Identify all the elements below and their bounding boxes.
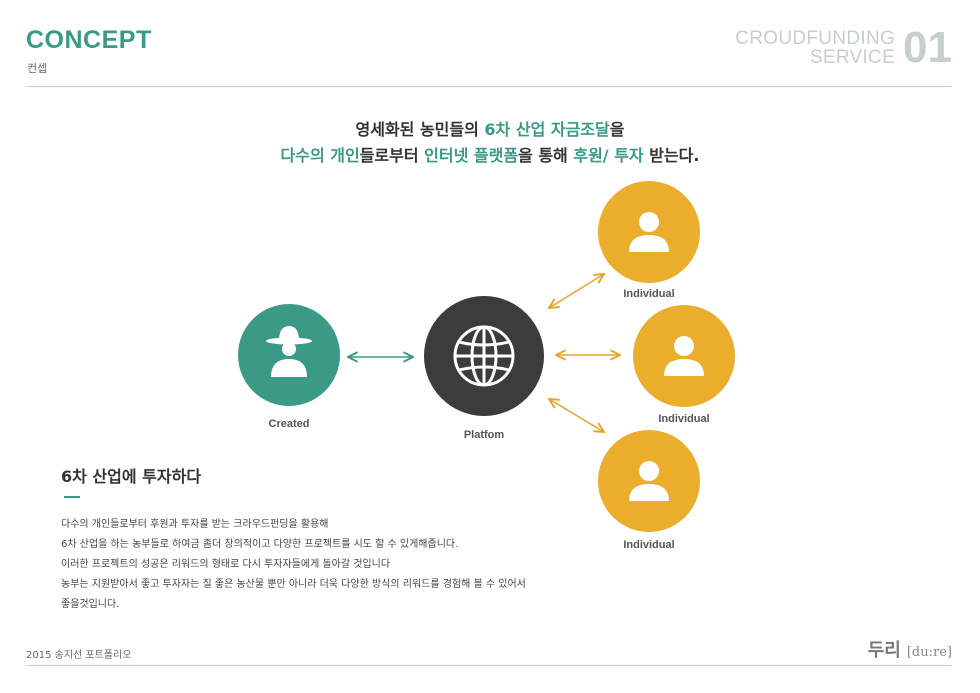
individual-label-1: Individual bbox=[623, 288, 674, 300]
section-title: 6차 산업에 투자하다 bbox=[61, 467, 202, 486]
section-number: 01 bbox=[903, 23, 952, 72]
page-subtitle: 컨셉 bbox=[27, 62, 48, 75]
person-icon bbox=[664, 336, 704, 376]
creator-label: Created bbox=[269, 418, 310, 430]
section-body: 다수의 개인들로부터 후원과 투자를 받는 크라우드펀딩을 활용해 6차 산업을… bbox=[61, 515, 526, 615]
service-line2: SERVICE bbox=[809, 47, 896, 68]
platform-label: Platfom bbox=[464, 429, 505, 441]
platform-node: Platfom bbox=[424, 296, 544, 441]
body-line: 다수의 개인들로부터 후원과 투자를 받는 크라우드펀딩을 활용해 bbox=[61, 519, 329, 530]
body-line: 6차 산업을 하는 농부들로 하여금 좀더 창의적이고 다양한 프로젝트를 시도… bbox=[61, 539, 459, 550]
individual-node-1: Individual bbox=[598, 181, 700, 300]
individual-label-3: Individual bbox=[623, 539, 674, 551]
footer-divider bbox=[26, 665, 952, 666]
headline-line2: 다수의 개인들로부터 인터넷 플랫폼을 통해 후원/ 투자 받는다. bbox=[0, 142, 980, 166]
creator-node: Created bbox=[238, 304, 340, 430]
body-line: 농부는 지원받아서 좋고 투자자는 질 좋은 농산물 뿐만 아니라 더욱 다양한… bbox=[61, 579, 526, 590]
service-badge: CROUDFUNDING SERVICE 01 bbox=[735, 23, 952, 72]
logo-text: [du:re] bbox=[906, 645, 952, 660]
section-dash bbox=[64, 496, 80, 498]
person-icon bbox=[629, 461, 669, 501]
logo-mark: 두리 bbox=[867, 640, 901, 661]
header-divider bbox=[26, 86, 952, 87]
brand-logo: 두리 [du:re] bbox=[868, 636, 952, 662]
person-icon bbox=[629, 212, 669, 252]
headline-l2-b: 들로부터 bbox=[359, 146, 425, 165]
headline-line1: 영세화된 농민들의 6차 산업 자금조달을 bbox=[0, 116, 980, 140]
page-title: CONCEPT bbox=[26, 26, 152, 54]
headline-l1-c: 을 bbox=[609, 120, 625, 139]
body-line: 이러한 프로젝트의 성공은 리워드의 형태로 다시 투자자들에게 돌아갈 것입니… bbox=[61, 559, 391, 570]
headline-l2-c: 인터넷 플랫폼 bbox=[424, 146, 519, 165]
individual-node-3: Individual bbox=[598, 430, 700, 551]
headline-l2-e: 후원/ 투자 bbox=[573, 146, 644, 165]
headline-l2-d: 을 통해 bbox=[518, 146, 574, 165]
individual-node-2: Individual bbox=[633, 305, 735, 425]
farmer-icon bbox=[266, 326, 312, 377]
service-line1: CROUDFUNDING bbox=[735, 28, 896, 49]
arrow-platform-individual-1 bbox=[549, 274, 604, 308]
headline-l1-b: 6차 산업 자금조달 bbox=[484, 120, 610, 139]
globe-icon bbox=[453, 325, 515, 387]
arrow-platform-individual-3 bbox=[549, 399, 604, 432]
service-text: CROUDFUNDING SERVICE bbox=[735, 29, 895, 67]
headline-l1-a: 영세화된 농민들의 bbox=[355, 120, 485, 139]
footer-credit: 2015 송지선 포트폴리오 bbox=[26, 650, 132, 661]
headline-l2-f: 받는다. bbox=[643, 146, 700, 165]
body-line: 좋을것입니다. bbox=[61, 599, 120, 610]
individual-label-2: Individual bbox=[658, 413, 709, 425]
headline-l2-a: 다수의 개인 bbox=[280, 146, 360, 165]
